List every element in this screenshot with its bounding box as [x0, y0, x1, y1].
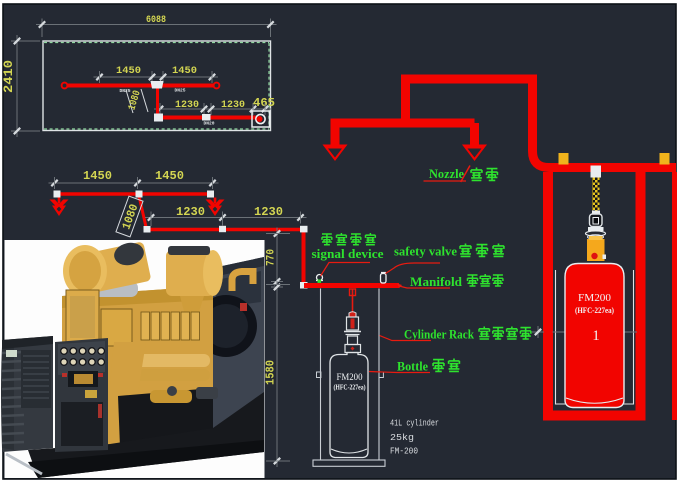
svg-text:FM200: FM200	[337, 373, 363, 383]
svg-text:1230: 1230	[175, 99, 199, 111]
svg-text:safety valve: safety valve	[394, 245, 457, 259]
svg-text:Bottle: Bottle	[397, 360, 428, 374]
svg-text:FM-200: FM-200	[390, 447, 418, 457]
svg-text:Nozzle: Nozzle	[429, 167, 464, 181]
svg-text:Cylinder Rack: Cylinder Rack	[404, 328, 474, 342]
svg-text:Manifold: Manifold	[410, 275, 462, 289]
svg-text:41L cylinder: 41L cylinder	[390, 419, 439, 429]
svg-text:(HFC-227ea): (HFC-227ea)	[334, 384, 367, 392]
svg-text:465: 465	[253, 96, 275, 110]
svg-text:1450: 1450	[116, 65, 141, 77]
svg-text:1450: 1450	[155, 169, 184, 183]
svg-text:DN25: DN25	[175, 88, 186, 94]
svg-text:6088: 6088	[146, 15, 166, 26]
svg-text:signal device: signal device	[312, 247, 384, 261]
svg-text:DN25: DN25	[120, 88, 131, 94]
svg-text:1: 1	[592, 328, 600, 344]
svg-text:(HFC-227ea): (HFC-227ea)	[575, 306, 614, 315]
svg-text:FM200: FM200	[578, 292, 612, 304]
svg-text:1230: 1230	[176, 205, 205, 219]
svg-text:2410: 2410	[1, 60, 16, 93]
svg-text:770: 770	[266, 249, 278, 266]
svg-text:1230: 1230	[221, 99, 245, 111]
svg-text:1230: 1230	[254, 205, 283, 219]
svg-text:1080: 1080	[126, 89, 143, 112]
svg-text:1450: 1450	[172, 65, 197, 77]
svg-text:25kg: 25kg	[390, 433, 414, 443]
svg-text:1580: 1580	[265, 360, 278, 385]
svg-text:1450: 1450	[83, 169, 112, 183]
svg-text:DN20: DN20	[204, 121, 215, 127]
